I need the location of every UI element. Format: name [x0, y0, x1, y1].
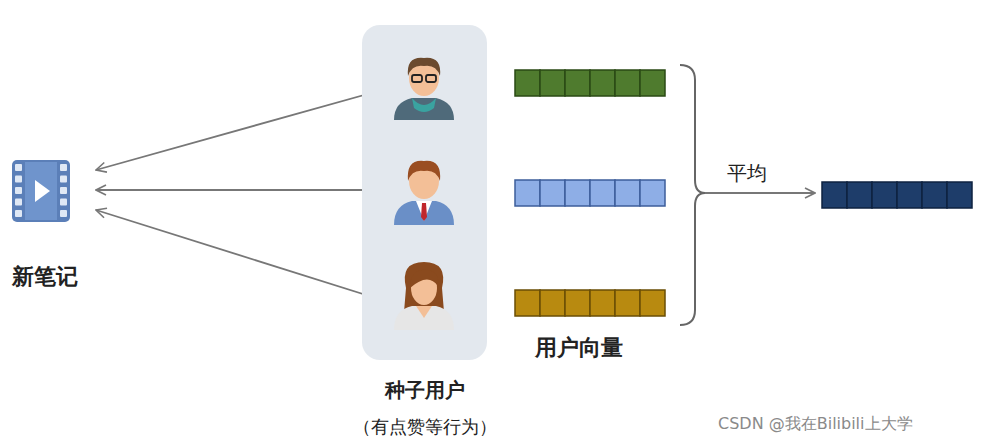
node-label: 新笔记 [0, 262, 90, 292]
user-vector-green [515, 70, 665, 96]
vector-caption: 用户向量 [535, 333, 623, 363]
watermark: CSDN @我在Bilibili上大学 [718, 414, 913, 435]
note-node: 新笔记 [0, 150, 90, 295]
seed-user-panel: 种子用户（有点赞等行为） [362, 25, 487, 360]
video-icon [0, 150, 90, 230]
double-arrow [96, 189, 382, 191]
operation-label: 平均 [727, 160, 767, 187]
double-arrow [96, 210, 382, 300]
double-arrow [96, 90, 382, 170]
average-arrow [705, 192, 815, 194]
user-vector-gold [515, 290, 665, 316]
user-avatars [362, 25, 487, 360]
bracket [680, 65, 705, 325]
node-note: （有点赞等行为） [302, 415, 547, 439]
average-vector [822, 182, 972, 208]
user-vector-blue [515, 180, 665, 206]
node-heading: 种子用户 [302, 377, 547, 404]
